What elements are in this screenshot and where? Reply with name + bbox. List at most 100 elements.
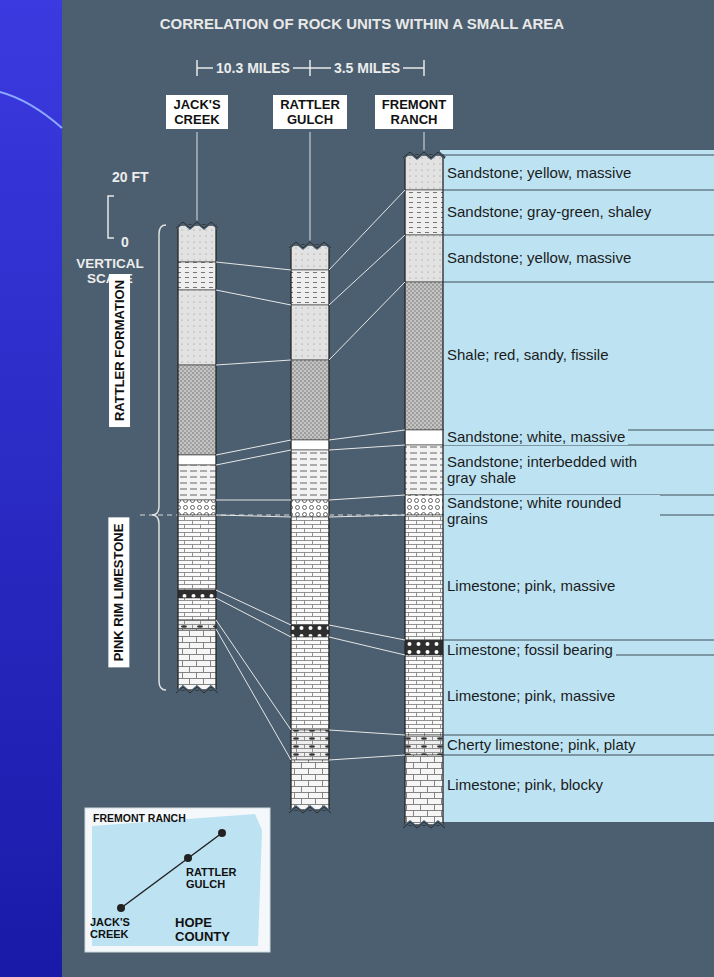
scale-label: 20 FT bbox=[109, 170, 152, 185]
correlation-line bbox=[216, 590, 291, 625]
correlation-line bbox=[329, 637, 405, 655]
correlation-lines bbox=[216, 155, 714, 760]
rock-unit bbox=[178, 629, 216, 690]
correlation-line bbox=[216, 262, 291, 270]
correlation-line bbox=[329, 445, 405, 450]
formation-label-box: RATTLER FORMATION bbox=[109, 273, 130, 426]
correlation-line bbox=[216, 500, 291, 501]
unit-description: Limestone; pink, massive bbox=[444, 578, 618, 594]
formation-brace bbox=[152, 225, 166, 690]
column-break bbox=[403, 822, 445, 828]
location-inset-map bbox=[85, 808, 270, 952]
stratigraphic-column bbox=[403, 152, 445, 828]
column-break bbox=[176, 222, 218, 228]
correlation-line bbox=[216, 515, 291, 517]
column-break bbox=[289, 807, 331, 813]
rock-unit bbox=[405, 445, 443, 495]
map-label: JACK'S CREEK bbox=[90, 916, 130, 940]
map-label: HOPE COUNTY bbox=[175, 916, 230, 944]
correlation-line bbox=[329, 730, 405, 735]
unit-boundary-line bbox=[443, 155, 714, 156]
column-break bbox=[403, 152, 445, 158]
rock-unit bbox=[178, 598, 216, 620]
rock-unit bbox=[405, 515, 443, 640]
scale-label: 0 bbox=[118, 235, 132, 250]
rock-unit bbox=[291, 245, 329, 270]
unit-description: Sandstone; gray-green, shaley bbox=[444, 204, 654, 220]
correlation-line bbox=[216, 450, 291, 465]
correlation-line bbox=[216, 629, 291, 760]
map-label: RATTLER GULCH bbox=[186, 866, 237, 890]
column-break bbox=[289, 242, 331, 248]
correlation-line bbox=[329, 282, 405, 360]
unit-description: Sandstone; white rounded grains bbox=[444, 495, 660, 527]
stratigraphic-column bbox=[176, 222, 218, 693]
correlation-line bbox=[329, 755, 405, 760]
rock-unit bbox=[291, 305, 329, 360]
correlation-line bbox=[216, 360, 291, 365]
rock-unit bbox=[291, 730, 329, 760]
column-break bbox=[403, 152, 445, 158]
rock-unit bbox=[405, 155, 443, 190]
rock-unit bbox=[405, 190, 443, 235]
rock-unit bbox=[178, 515, 216, 590]
figure-background bbox=[62, 0, 714, 977]
rock-unit bbox=[405, 430, 443, 445]
rock-unit bbox=[178, 225, 216, 262]
rock-unit bbox=[178, 290, 216, 365]
rock-unit bbox=[178, 620, 216, 629]
rock-unit bbox=[178, 365, 216, 455]
unit-description: Sandstone; white, massive bbox=[444, 429, 628, 445]
rock-unit bbox=[291, 440, 329, 450]
unit-description: Sandstone; interbedded with gray shale bbox=[444, 454, 650, 486]
rock-unit bbox=[178, 262, 216, 290]
vertical-scale-bar bbox=[108, 196, 114, 238]
correlation-line bbox=[329, 190, 405, 270]
column-break bbox=[289, 807, 331, 813]
column-outline bbox=[291, 245, 329, 810]
rock-unit bbox=[291, 360, 329, 440]
rock-unit bbox=[405, 735, 443, 755]
correlation-line bbox=[329, 495, 405, 500]
node-text: FREMONT RANCH bbox=[382, 97, 446, 127]
correlation-line bbox=[329, 430, 405, 440]
rock-unit bbox=[291, 450, 329, 500]
unit-description: Sandstone; yellow, massive bbox=[444, 165, 634, 181]
rock-unit bbox=[405, 282, 443, 430]
rock-unit bbox=[291, 637, 329, 730]
unit-description: Limestone; pink, blocky bbox=[444, 777, 606, 793]
node-text: PINK RIM LIMESTONE bbox=[111, 523, 126, 661]
section-header-box: FREMONT RANCH bbox=[375, 95, 453, 129]
distance-label: 3.5 MILES bbox=[331, 61, 403, 76]
unit-description: Limestone; fossil bearing bbox=[444, 642, 616, 658]
section-header-box: JACK'S CREEK bbox=[166, 95, 227, 129]
node-text: RATTLER GULCH bbox=[280, 97, 340, 127]
unit-boundary-line bbox=[443, 640, 714, 641]
unit-boundary-line bbox=[443, 755, 714, 756]
distance-label: 10.3 MILES bbox=[213, 61, 293, 76]
rock-unit bbox=[178, 465, 216, 500]
location-map-box: FREMONT RANCH RATTLER GULCH JACK'S CREEK HO… bbox=[85, 808, 270, 952]
unit-boundary-line bbox=[443, 190, 714, 191]
rock-unit bbox=[178, 500, 216, 515]
unit-description: Sandstone; yellow, massive bbox=[444, 250, 634, 266]
rock-unit bbox=[291, 625, 329, 637]
rock-unit bbox=[405, 235, 443, 282]
correlation-line bbox=[216, 620, 291, 730]
figure-title: CORRELATION OF ROCK UNITS WITHIN A SMALL… bbox=[10, 15, 714, 32]
rock-unit bbox=[178, 455, 216, 465]
correlation-line bbox=[329, 235, 405, 305]
rock-unit bbox=[291, 270, 329, 305]
distance-dimension bbox=[197, 60, 424, 76]
slide-swoosh bbox=[0, 92, 62, 128]
rock-unit bbox=[405, 640, 443, 655]
rock-unit bbox=[178, 590, 216, 598]
map-label: FREMONT RANCH bbox=[93, 813, 186, 825]
description-panel bbox=[440, 150, 714, 822]
section-header-box: RATTLER GULCH bbox=[273, 95, 347, 129]
column-break bbox=[176, 687, 218, 693]
column-break bbox=[289, 242, 331, 248]
